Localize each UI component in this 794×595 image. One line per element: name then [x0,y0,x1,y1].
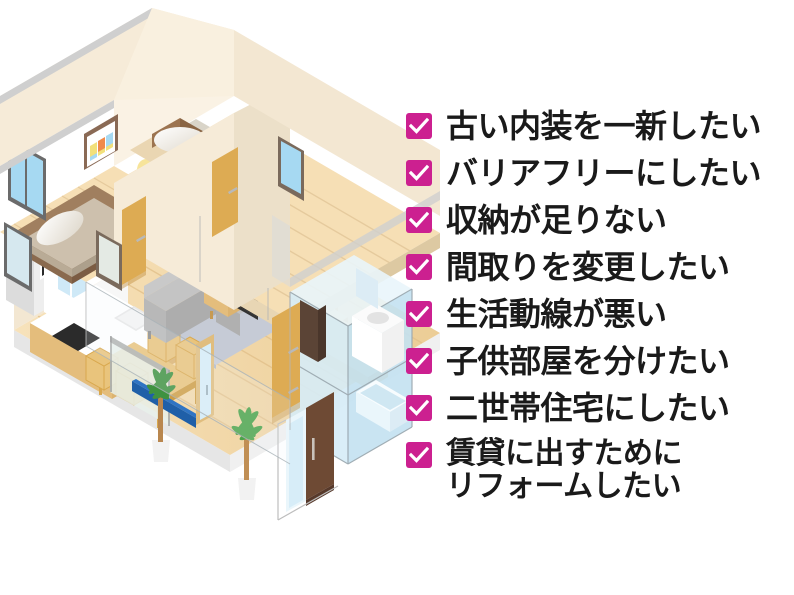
checklist-item-label: 二世帯住宅にしたい [446,390,730,426]
checkbox-checked-icon[interactable] [406,442,432,468]
checklist-item-label: 古い内装を一新したい [446,108,762,144]
checkbox-checked-icon[interactable] [406,160,432,186]
reform-wish-checklist: 古い内装を一新したい バリアフリーにしたい 収納が足りない 間取りを変更したい [406,108,788,511]
checkbox-checked-icon[interactable] [406,301,432,327]
checklist-item-label: 収納が足りない [446,202,667,238]
checkbox-checked-icon[interactable] [406,348,432,374]
checklist-item-barrier-free[interactable]: バリアフリーにしたい [406,155,788,202]
checklist-item-change-floor-plan[interactable]: 間取りを変更したい [406,249,788,296]
checklist-item-split-kids-room[interactable]: 子供部屋を分けたい [406,343,788,390]
checkbox-checked-icon[interactable] [406,113,432,139]
checklist-item-label: 賃貸に出すために リフォームしたい [446,437,683,503]
checkbox-checked-icon[interactable] [406,207,432,233]
checklist-item-label: 生活動線が悪い [446,296,667,332]
checklist-item-label: 間取りを変更したい [446,249,730,285]
checklist-item-not-enough-storage[interactable]: 収納が足りない [406,202,788,249]
checklist-item-poor-traffic-flow[interactable]: 生活動線が悪い [406,296,788,343]
checkbox-checked-icon[interactable] [406,395,432,421]
isometric-house-illustration [0,8,440,521]
checklist-item-renew-old-interior[interactable]: 古い内装を一新したい [406,108,788,155]
checklist-item-label: 子供部屋を分けたい [446,343,730,379]
checklist-item-label: バリアフリーにしたい [446,155,762,191]
checkbox-checked-icon[interactable] [406,254,432,280]
checklist-item-reform-for-rental[interactable]: 賃貸に出すために リフォームしたい [406,437,788,511]
checklist-item-two-household-home[interactable]: 二世帯住宅にしたい [406,390,788,437]
